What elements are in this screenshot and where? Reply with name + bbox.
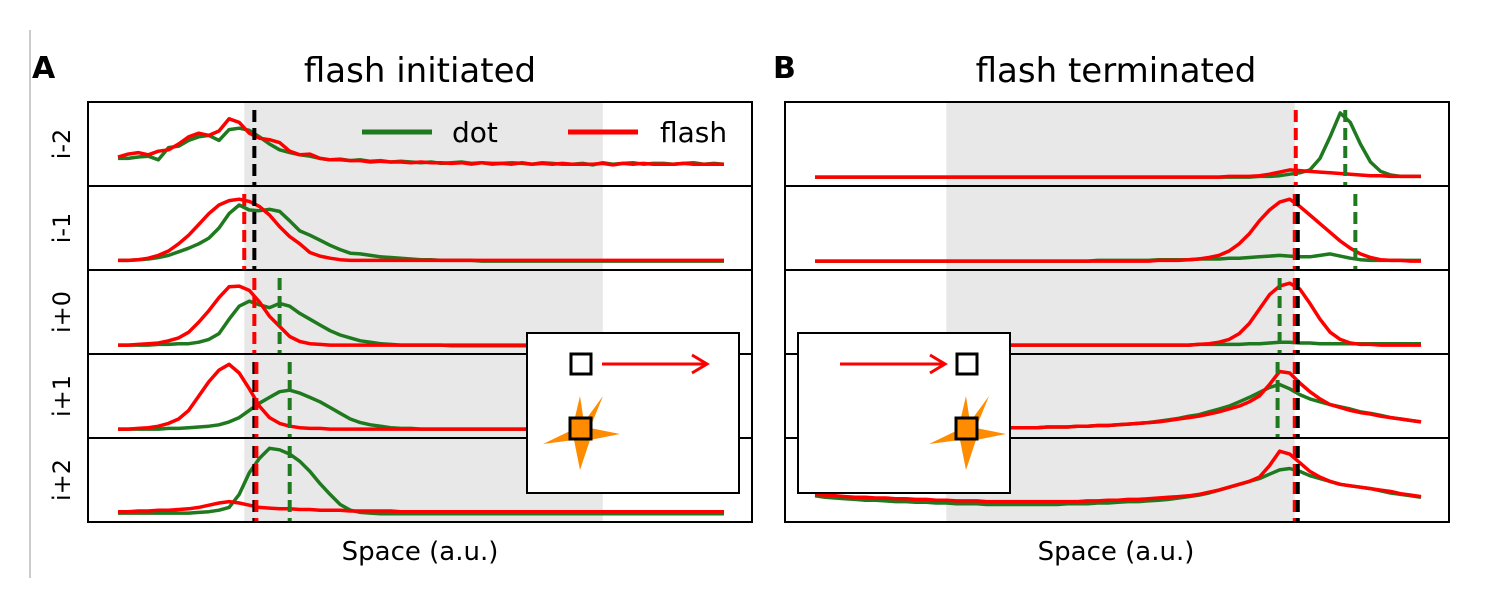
series-flash-line-a-0 [117,117,724,167]
series-flash-line-b-4 [814,449,1422,504]
panel-a-title: flash initiated [304,51,536,91]
panel-letter-b: B [773,51,796,86]
inset-b [797,332,1011,494]
panel-b-title: flash terminated [976,51,1257,91]
series-flash-line-a-1 [118,197,724,263]
panel-b-xlabel: Space (a.u.) [1038,537,1195,567]
panels-group [87,101,1450,523]
flash-star-icon [543,396,620,470]
subplot-frame-a-4 [87,437,753,523]
row-label-1: i-1 [48,213,76,244]
inset-a-box [526,332,740,494]
inset-a [526,332,740,494]
row-label-2: i+0 [48,291,76,333]
series-flash-line-b-1 [815,197,1421,263]
row-label-3: i+1 [48,375,76,417]
legend-dot-label: dot [452,116,498,149]
legend-flash-label: flash [660,116,727,149]
row-label-4: i+2 [48,459,76,501]
square-icon [955,352,979,376]
legend: dot flash [362,116,727,149]
arrow-icon [602,353,710,375]
flash-star-icon [929,396,1006,470]
arrow-icon [840,353,948,375]
square-icon [569,352,593,376]
series-flash-line-a-4 [118,499,724,514]
panel-letter-a: A [32,51,56,86]
subplot-frame-b-4 [784,437,1450,523]
row-label-0: i-2 [48,129,76,160]
panel-a-xlabel: Space (a.u.) [342,537,499,567]
series-dot-line-a-4 [118,446,724,516]
series-flash-line-b-0 [815,168,1421,179]
